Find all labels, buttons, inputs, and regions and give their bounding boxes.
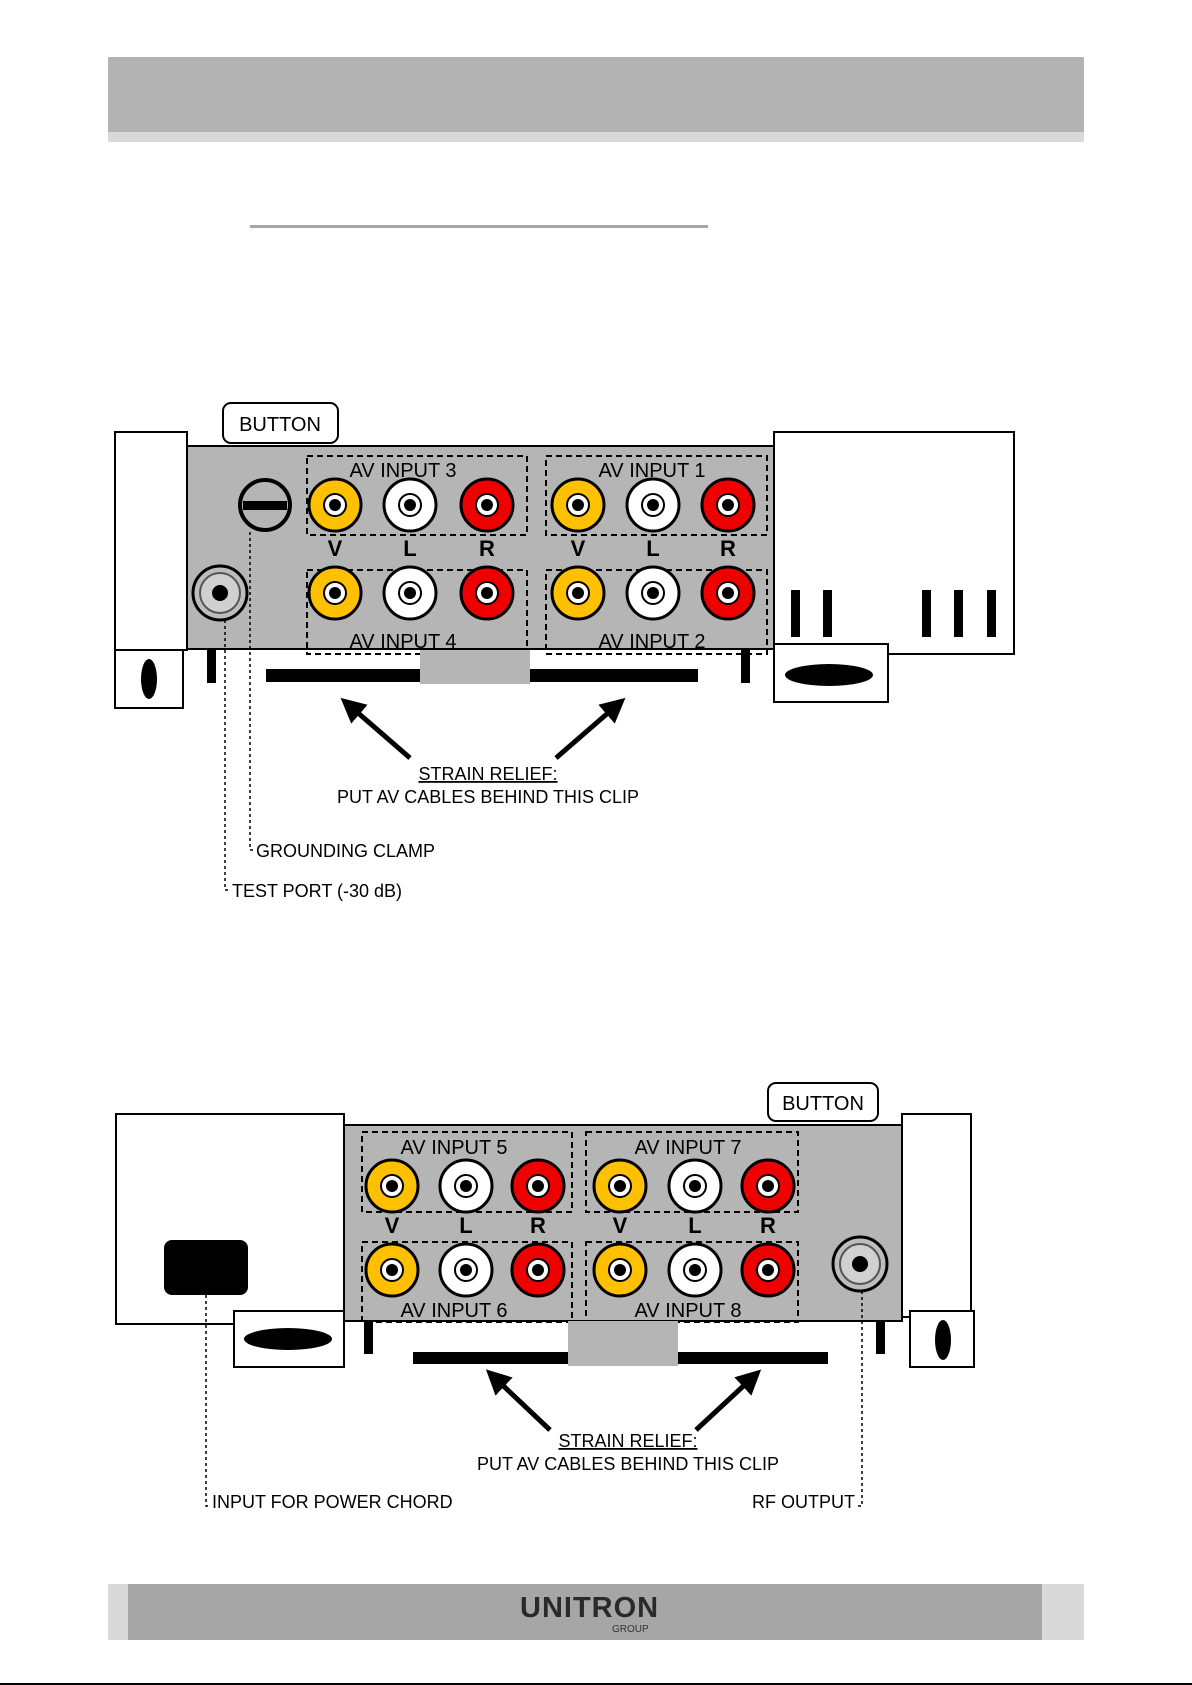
channel-label-r: R (479, 536, 495, 561)
rca-jack-video[interactable] (309, 567, 361, 619)
test-port-label: TEST PORT (-30 dB) (232, 881, 402, 901)
arrow (556, 706, 616, 758)
right-bracket (902, 1114, 971, 1317)
logo-sub: GROUP (612, 1624, 649, 1635)
mount-slot (935, 1320, 951, 1360)
strain-relief-text: PUT AV CABLES BEHIND THIS CLIP (477, 1454, 779, 1474)
rca-jack-audio-left[interactable] (627, 567, 679, 619)
rca-jack-video[interactable] (594, 1160, 646, 1212)
rca-jack-video[interactable] (366, 1244, 418, 1296)
channel-label-v: V (613, 1213, 628, 1238)
rca-jack-audio-left[interactable] (384, 479, 436, 531)
strain-relief-title: STRAIN RELIEF: (418, 764, 557, 784)
power-input-label: INPUT FOR POWER CHORD (212, 1492, 453, 1512)
diagram-2: BUTTON AV INPUT 5 AV INPUT 7 AV INPUT 6 … (116, 1083, 974, 1512)
channel-label-l: L (403, 536, 416, 561)
grounding-clamp-label: GROUNDING CLAMP (256, 841, 435, 861)
rca-jack-video[interactable] (552, 479, 604, 531)
leader-line (856, 1291, 862, 1506)
mount-slot (141, 659, 157, 699)
leader-line (225, 620, 230, 890)
clip-mount (420, 650, 530, 684)
strain-relief-text: PUT AV CABLES BEHIND THIS CLIP (337, 787, 639, 807)
channel-label-v: V (571, 536, 586, 561)
channel-label-r: R (760, 1213, 776, 1238)
av-input-6-label: AV INPUT 6 (400, 1300, 507, 1322)
channel-label-r: R (530, 1213, 546, 1238)
button-label: BUTTON (782, 1093, 864, 1115)
rca-jack-audio-left[interactable] (440, 1244, 492, 1296)
logo-text: UNITRON (520, 1592, 659, 1625)
rca-jack-audio-left[interactable] (669, 1160, 721, 1212)
diagram-1: BUTTON AV INPUT 3 AV INPUT 1 AV INPUT 4 … (115, 403, 1014, 901)
arrow (495, 1378, 550, 1430)
leader-line (206, 1295, 211, 1506)
strain-relief-title: STRAIN RELIEF: (558, 1431, 697, 1451)
rca-jack-video[interactable] (594, 1244, 646, 1296)
test-port-pin (212, 585, 228, 601)
left-bracket (115, 432, 187, 650)
foot (207, 650, 216, 683)
channel-label-v: V (328, 536, 343, 561)
rca-jack-audio-left[interactable] (669, 1244, 721, 1296)
clip-mount (568, 1321, 678, 1366)
mount-slot (785, 664, 873, 686)
rca-jack-audio-right[interactable] (461, 567, 513, 619)
rf-output-label: RF OUTPUT (752, 1492, 855, 1512)
rca-jack-audio-left[interactable] (440, 1160, 492, 1212)
channel-label-r: R (720, 536, 736, 561)
channel-label-l: L (688, 1213, 701, 1238)
rca-jack-audio-left[interactable] (627, 479, 679, 531)
av-input-2-label: AV INPUT 2 (598, 631, 705, 653)
arrow (350, 706, 410, 758)
pin (922, 590, 931, 637)
rca-jack-audio-right[interactable] (742, 1160, 794, 1212)
mount-slot (244, 1328, 332, 1350)
arrow (696, 1378, 752, 1430)
rca-jack-audio-right[interactable] (512, 1244, 564, 1296)
channel-label-l: L (459, 1213, 472, 1238)
pin (823, 590, 832, 637)
clamp-slot (243, 501, 287, 510)
foot (876, 1321, 885, 1354)
av-input-8-label: AV INPUT 8 (634, 1300, 741, 1322)
rca-jack-video[interactable] (309, 479, 361, 531)
button-label: BUTTON (239, 414, 321, 436)
pin (954, 590, 963, 637)
rca-jack-audio-right[interactable] (702, 479, 754, 531)
rca-jack-video[interactable] (366, 1160, 418, 1212)
pin (987, 590, 996, 637)
right-bracket (774, 432, 1014, 654)
av-input-7-label: AV INPUT 7 (634, 1137, 741, 1159)
rf-output-pin (852, 1256, 868, 1272)
channel-label-l: L (646, 536, 659, 561)
av-input-4-label: AV INPUT 4 (349, 631, 456, 653)
rca-jack-audio-right[interactable] (742, 1244, 794, 1296)
av-input-5-label: AV INPUT 5 (400, 1137, 507, 1159)
rca-jack-audio-right[interactable] (702, 567, 754, 619)
power-input-socket[interactable] (164, 1240, 248, 1295)
foot (364, 1321, 373, 1354)
unitron-logo: UNITRON GROUP (520, 1590, 680, 1640)
pin (791, 590, 800, 637)
channel-label-v: V (385, 1213, 400, 1238)
rca-jack-video[interactable] (552, 567, 604, 619)
rca-jack-audio-right[interactable] (512, 1160, 564, 1212)
rca-jack-audio-left[interactable] (384, 567, 436, 619)
rca-jack-audio-right[interactable] (461, 479, 513, 531)
